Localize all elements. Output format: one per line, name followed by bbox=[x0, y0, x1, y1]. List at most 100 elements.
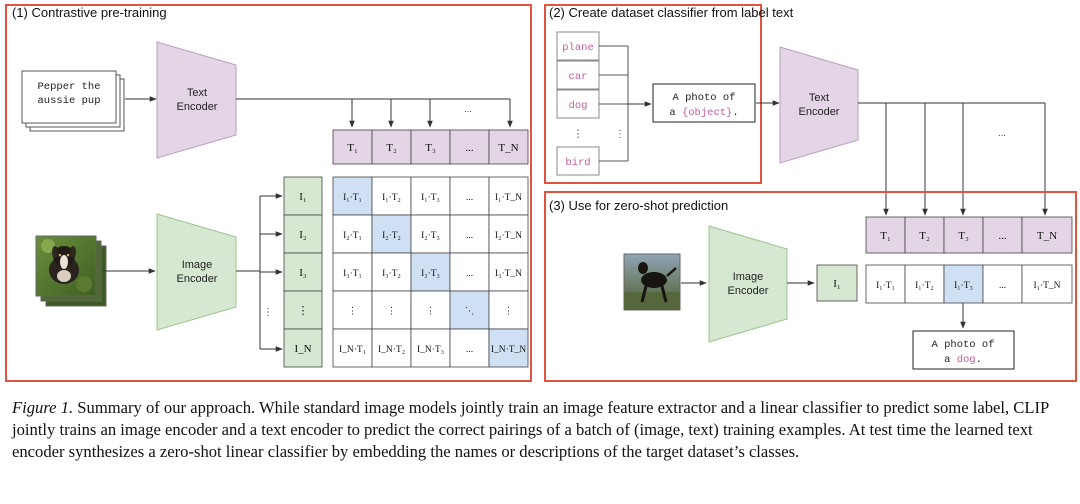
label-item-2-text: car bbox=[569, 71, 588, 83]
zeroshot-similarity-row: I₁·T₁ I₁·T₂ I₁·T₃... I₁·T_N bbox=[865, 264, 1073, 304]
similarity-cell-3-4-label: ... bbox=[466, 269, 473, 279]
text-feature-1-label: T₁ bbox=[347, 142, 358, 154]
label-item-3: dog bbox=[556, 89, 600, 119]
text-feature-4-box bbox=[449, 129, 490, 165]
zeroshot-text-feature-4: ... bbox=[982, 216, 1023, 254]
text-feature-5-label: T_N bbox=[498, 142, 518, 154]
puppy-image bbox=[35, 235, 97, 297]
zeroshot-cell-1-label: I₁·T₁ bbox=[876, 281, 895, 291]
similarity-cell-5-2: I_N·T₂ bbox=[371, 328, 412, 368]
text-encoder-2-label-1: Text bbox=[809, 92, 829, 104]
zeroshot-text-feature-3-box bbox=[943, 216, 984, 254]
similarity-cell-2-5-box bbox=[488, 214, 529, 254]
zeroshot-cell-3-label: I₁·T₃ bbox=[954, 281, 973, 291]
prediction-line-2: a dog. bbox=[944, 354, 982, 366]
similarity-cell-4-1-box bbox=[332, 290, 373, 330]
similarity-cell-3-5-box bbox=[488, 252, 529, 292]
figure-caption: Figure 1. Summary of our approach. While… bbox=[12, 397, 1072, 463]
prompt-template: A photo of a {object}. bbox=[652, 83, 756, 123]
text-feature-2: T₂ bbox=[371, 129, 412, 165]
classifier-panel-title: (2) Create dataset classifier from label… bbox=[549, 5, 794, 20]
label-item-5-text: bird bbox=[565, 157, 590, 169]
similarity-cell-4-4-label: ⋱ bbox=[465, 307, 475, 317]
prompt-template-placeholder: {object} bbox=[682, 107, 732, 119]
zeroshot-cell-2-box bbox=[904, 264, 945, 304]
puppy-image-stack bbox=[35, 235, 107, 307]
zeroshot-cell-5: I₁·T_N bbox=[1021, 264, 1073, 304]
zeroshot-text-feature-4-label: ... bbox=[998, 230, 1007, 242]
text-encoder-1: Text Encoder bbox=[156, 41, 237, 159]
image-encoder-2-shape bbox=[708, 225, 788, 343]
zeroshot-text-feature-2: T₂ bbox=[904, 216, 945, 254]
similarity-cell-4-3: ⋮ bbox=[410, 290, 451, 330]
similarity-cell-1-2: I₁·T₂ bbox=[371, 176, 412, 216]
similarity-cell-5-4: ... bbox=[449, 328, 490, 368]
similarity-cell-5-2-label: I_N·T₂ bbox=[378, 345, 405, 355]
label-item-3-text: dog bbox=[569, 100, 588, 112]
zeroshot-panel-title: (3) Use for zero-shot prediction bbox=[549, 198, 728, 213]
similarity-cell-4-2: ⋮ bbox=[371, 290, 412, 330]
similarity-cell-3-5: I₃·T_N bbox=[488, 252, 529, 292]
similarity-cell-3-1-box bbox=[332, 252, 373, 292]
label-connector-vellipsis: ⋮ bbox=[615, 129, 625, 140]
image-feature-5-box bbox=[283, 328, 323, 368]
similarity-cell-2-4: ... bbox=[449, 214, 490, 254]
image-feature-1: I₁ bbox=[283, 176, 323, 216]
similarity-cell-3-5-label: I₃·T_N bbox=[495, 269, 522, 279]
image-feature-4: ⋮ bbox=[283, 290, 323, 330]
zeroshot-image-feature: I₁ bbox=[816, 264, 858, 302]
zeroshot-text-feature-5: T_N bbox=[1021, 216, 1073, 254]
text-encoder-2: Text Encoder bbox=[779, 46, 859, 164]
prediction-box-frame bbox=[912, 330, 1015, 370]
similarity-cell-1-2-box bbox=[371, 176, 412, 216]
similarity-cell-2-3: I₂·T₃ bbox=[410, 214, 451, 254]
similarity-cell-1-3-label: I₁·T₃ bbox=[421, 193, 440, 203]
image-feature-1-label: I₁ bbox=[299, 191, 307, 203]
similarity-cell-1-5: I₁·T_N bbox=[488, 176, 529, 216]
text-feature-ellipsis: ... bbox=[464, 104, 472, 114]
zeroshot-text-ellipsis: ... bbox=[998, 128, 1006, 138]
image-feature-2: I₂ bbox=[283, 214, 323, 254]
zeroshot-text-feature-1-label: T₁ bbox=[880, 230, 891, 242]
text-input-line-1: Pepper the bbox=[37, 81, 100, 93]
zeroshot-text-feature-2-label: T₂ bbox=[919, 230, 930, 242]
similarity-cell-3-3: I₃·T₃ bbox=[410, 252, 451, 292]
prompt-template-box bbox=[652, 83, 756, 123]
similarity-cell-4-1: ⋮ bbox=[332, 290, 373, 330]
image-feature-4-label: ⋮ bbox=[298, 305, 309, 317]
label-item-4-text: ⋮ bbox=[573, 129, 584, 141]
text-input-stack: Pepper the aussie pup bbox=[21, 70, 125, 132]
prediction-box: A photo of a dog. bbox=[912, 330, 1015, 370]
similarity-cell-5-3: I_N·T₃ bbox=[410, 328, 451, 368]
similarity-cell-4-5: ⋮ bbox=[488, 290, 529, 330]
text-feature-2-label: T₂ bbox=[386, 142, 397, 154]
zeroshot-cell-1: I₁·T₁ bbox=[865, 264, 906, 304]
zeroshot-text-feature-2-box bbox=[904, 216, 945, 254]
text-feature-1-box bbox=[332, 129, 373, 165]
label-item-5: bird bbox=[556, 146, 600, 176]
label-item-2-box bbox=[556, 60, 600, 90]
similarity-cell-1-1-box bbox=[332, 176, 373, 216]
similarity-cell-5-5: I_N·T_N bbox=[488, 328, 529, 368]
label-item-4: ⋮ bbox=[573, 129, 584, 141]
prompt-template-line-2: a {object}. bbox=[669, 107, 738, 119]
similarity-cell-5-1: I_N·T₁ bbox=[332, 328, 373, 368]
text-input-line-2: aussie pup bbox=[37, 95, 100, 107]
similarity-cell-2-2: I₂·T₂ bbox=[371, 214, 412, 254]
zeroshot-cell-4: ... bbox=[982, 264, 1023, 304]
image-encoder-1-shape bbox=[156, 213, 237, 331]
similarity-cell-2-5-label: I₂·T_N bbox=[495, 231, 522, 241]
zeroshot-cell-2: I₁·T₂ bbox=[904, 264, 945, 304]
similarity-cell-5-4-label: ... bbox=[466, 345, 473, 355]
similarity-cell-1-5-label: I₁·T_N bbox=[495, 193, 522, 203]
similarity-cell-5-5-box bbox=[488, 328, 529, 368]
similarity-cell-2-1-label: I₂·T₁ bbox=[343, 231, 362, 241]
zeroshot-cell-5-box bbox=[1021, 264, 1073, 304]
zeroshot-cell-5-label: I₁·T_N bbox=[1033, 281, 1060, 291]
pretraining-panel: (1) Contrastive pre-training Pepper the … bbox=[5, 4, 532, 382]
similarity-cell-3-1-label: I₃·T₁ bbox=[343, 269, 362, 279]
zeroshot-text-feature-5-label: T_N bbox=[1037, 230, 1057, 242]
